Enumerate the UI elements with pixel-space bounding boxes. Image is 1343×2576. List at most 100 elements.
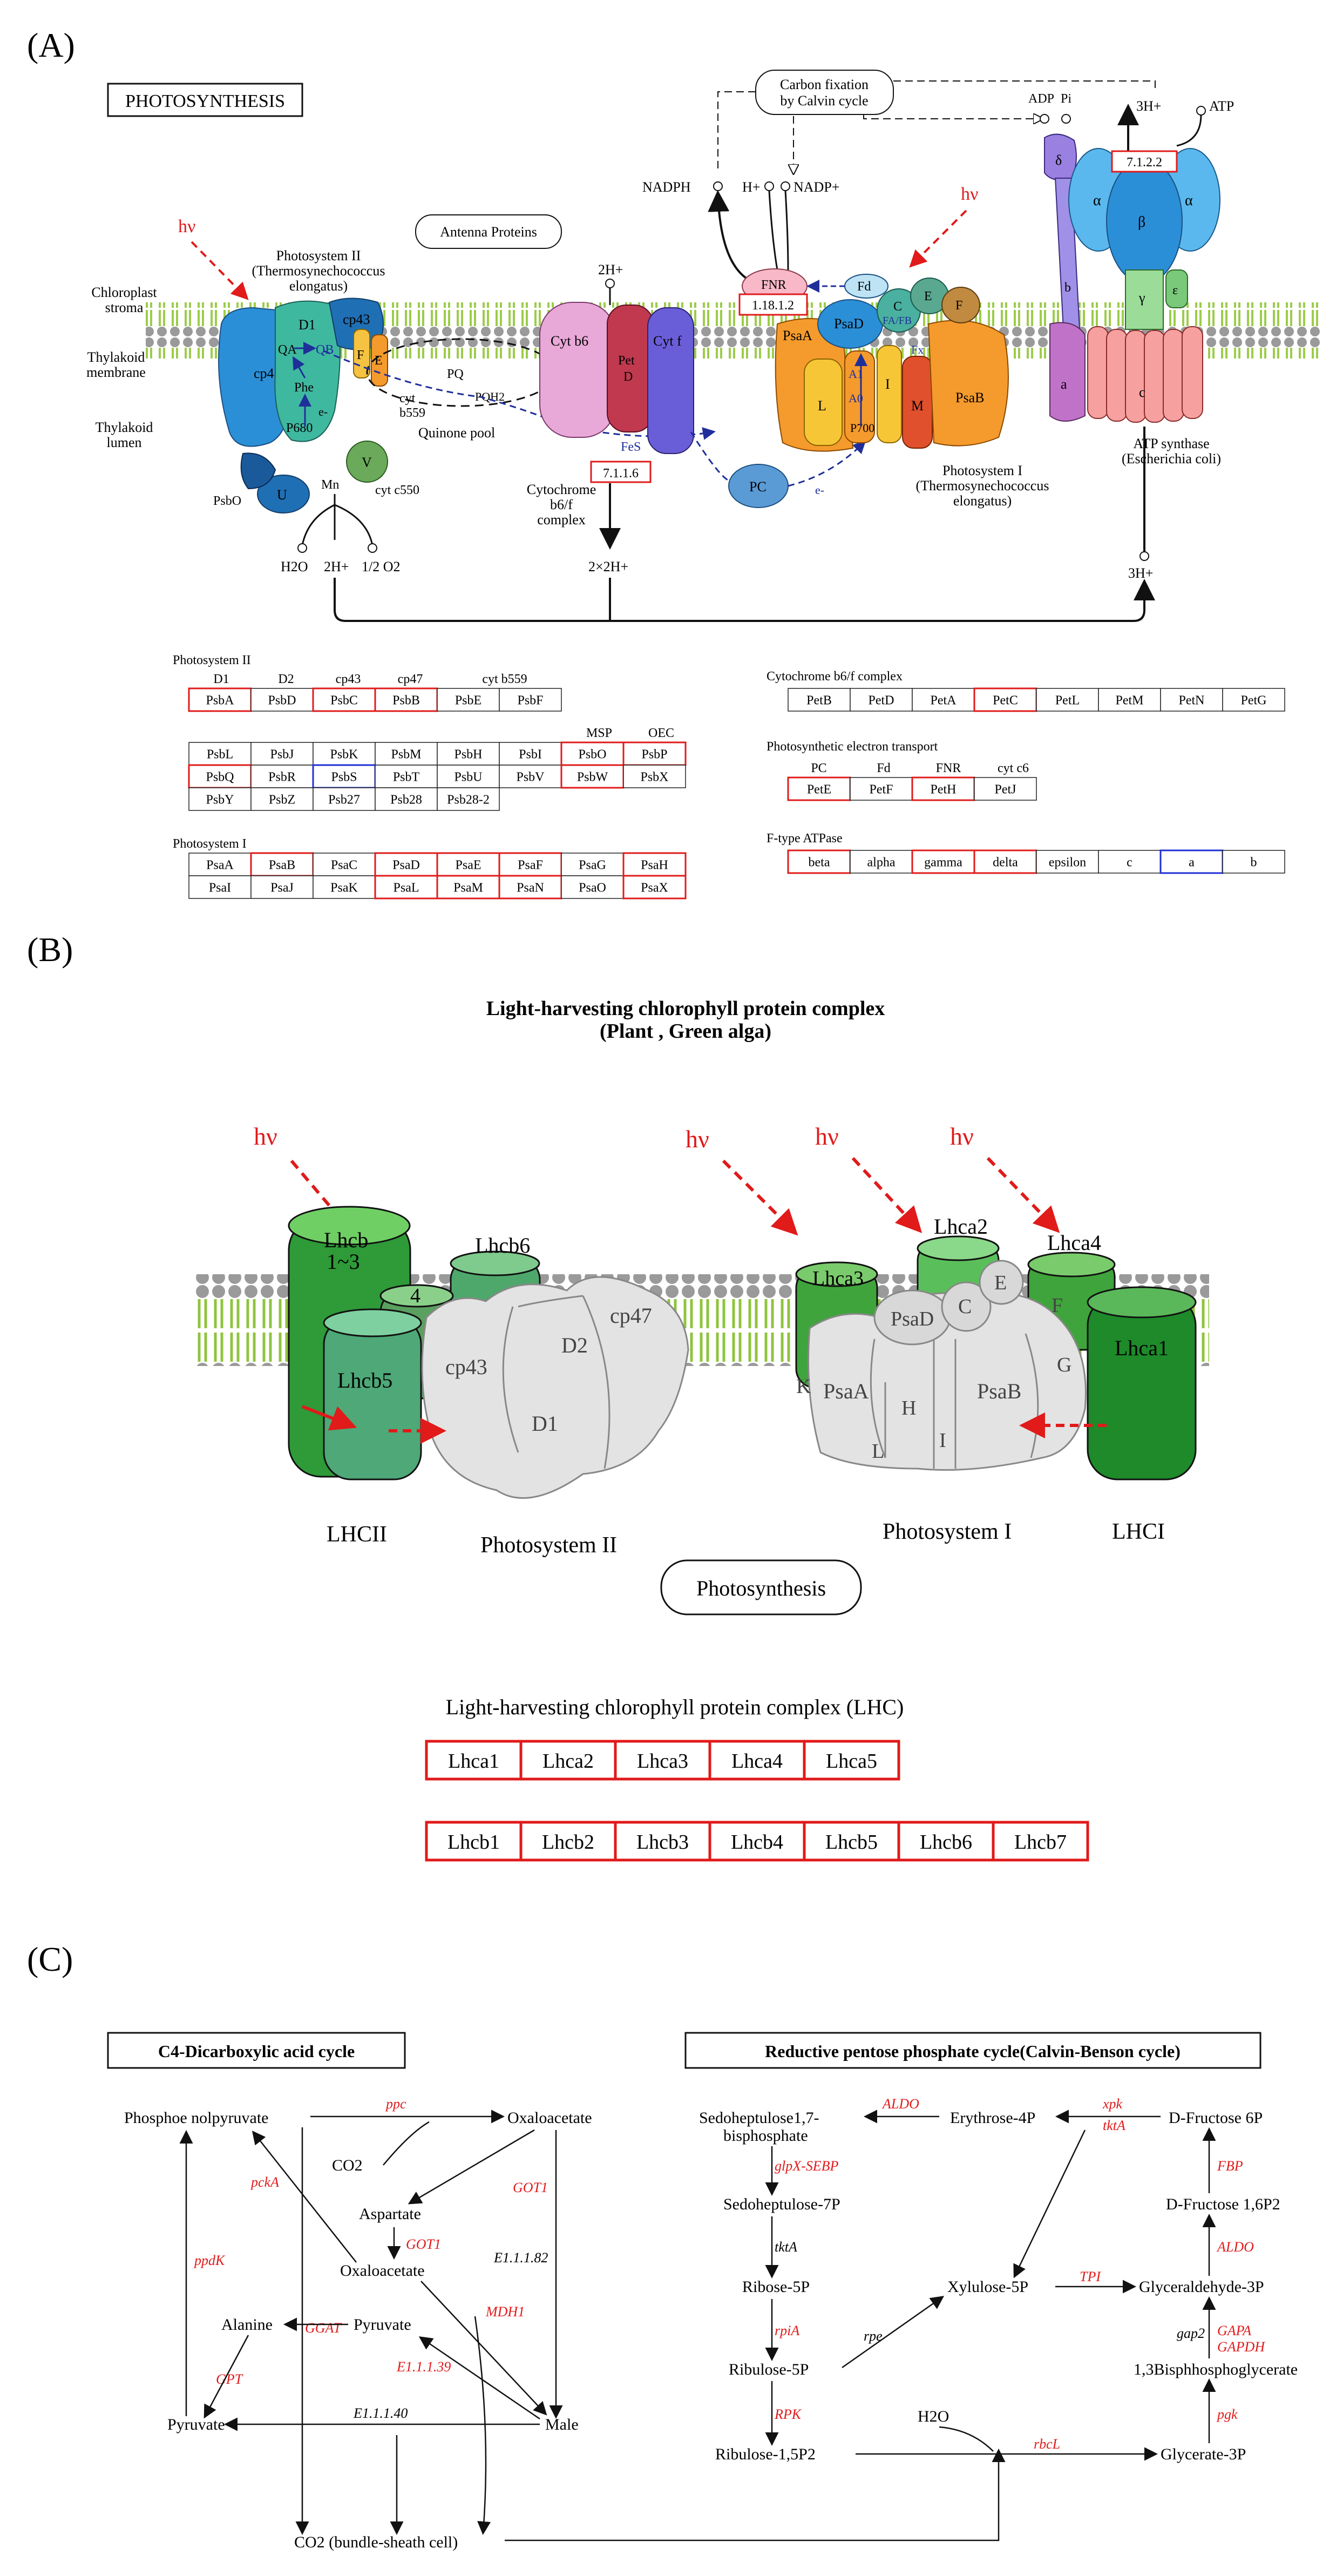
- gene-cell-lhca5[interactable]: Lhca5: [803, 1740, 900, 1781]
- gene-cell-psbb[interactable]: PsbB: [374, 687, 438, 712]
- c-ring-6: [1182, 326, 1203, 419]
- gene-cell-petc[interactable]: PetC: [973, 687, 1037, 712]
- gene-cell-label: PsaB: [269, 858, 295, 872]
- gene-cell-peth[interactable]: PetH: [911, 776, 975, 801]
- gene-cell-psaa[interactable]: PsaA: [188, 853, 252, 876]
- photosystem-i: PsaA L Fx A1 A0 P700 I M PsaB PsaD C FA/…: [775, 274, 1049, 509]
- gene-cell-lhcb3[interactable]: Lhcb3: [614, 1821, 711, 1862]
- gene-cell-psbh[interactable]: PsbH: [437, 742, 500, 766]
- gene-cell-psax[interactable]: PsaX: [622, 875, 687, 900]
- enz-rpia: rpiA: [775, 2323, 799, 2338]
- gene-cell-psad[interactable]: PsaD: [374, 852, 438, 877]
- gene-cell-psaf[interactable]: PsaF: [498, 852, 562, 877]
- gene-cell-box: [803, 1740, 900, 1781]
- gene-cell-psb28[interactable]: Psb28: [375, 787, 438, 811]
- gene-cell-lhcb2[interactable]: Lhcb2: [519, 1821, 617, 1862]
- gene-cell-label: PsbL: [207, 747, 233, 761]
- gene-cell-petl[interactable]: PetL: [1036, 688, 1099, 712]
- lhca4-label: Lhca4: [1047, 1230, 1101, 1255]
- ps1-table-title: Photosystem I: [173, 837, 247, 851]
- gene-cell-psab[interactable]: PsaB: [250, 852, 314, 877]
- gene-cell-psag[interactable]: PsaG: [561, 853, 624, 876]
- photosynthesis-box: [660, 1559, 862, 1615]
- panel-c-label: (C): [27, 1940, 73, 1978]
- gene-cell-beta[interactable]: beta: [787, 849, 851, 874]
- arrow-oaa2-pep: [252, 2131, 357, 2263]
- gene-cell-label: PsbI: [519, 747, 542, 761]
- gene-cell-psby[interactable]: PsbY: [188, 787, 252, 811]
- gene-cell-lhca2[interactable]: Lhca2: [519, 1740, 617, 1781]
- gene-cell-psbm[interactable]: PsbM: [375, 742, 438, 766]
- gene-cell-psal[interactable]: PsaL: [374, 875, 438, 900]
- gene-cell-c[interactable]: c: [1098, 850, 1161, 874]
- gene-cell-lhcb6[interactable]: Lhcb6: [897, 1821, 995, 1862]
- c-ring: [1087, 326, 1203, 423]
- gene-cell-a[interactable]: a: [1159, 849, 1224, 874]
- gene-cell-psbs[interactable]: PsbS: [312, 764, 376, 789]
- gene-cell-psbz[interactable]: PsbZ: [250, 787, 314, 811]
- gene-cell-psac[interactable]: PsaC: [313, 853, 376, 876]
- gene-cell-petn[interactable]: PetN: [1160, 688, 1223, 712]
- gene-cell-lhcb5[interactable]: Lhcb5: [803, 1821, 900, 1862]
- gene-cell-psae[interactable]: PsaE: [436, 852, 500, 877]
- gene-cell-petg[interactable]: PetG: [1222, 688, 1285, 712]
- gene-cell-petd[interactable]: PetD: [850, 688, 913, 712]
- cytf-shape: [647, 307, 694, 454]
- gene-cell-psbr[interactable]: PsbR: [250, 765, 314, 788]
- gene-cell-psbo[interactable]: PsbO: [560, 741, 625, 766]
- gene-cell-psbw[interactable]: PsbW: [560, 764, 625, 789]
- antenna-box: [415, 214, 562, 249]
- gene-cell-psbu[interactable]: PsbU: [437, 765, 500, 788]
- gene-cell-epsilon[interactable]: epsilon: [1036, 850, 1099, 874]
- gene-cell-gamma[interactable]: gamma: [911, 849, 975, 874]
- gene-cell-psb28-2[interactable]: Psb28-2: [437, 787, 500, 811]
- gene-cell-psbt[interactable]: PsbT: [375, 765, 438, 788]
- gene-cell-psba[interactable]: PsbA: [188, 687, 252, 712]
- gene-cell-lhca4[interactable]: Lhca4: [708, 1740, 806, 1781]
- gene-cell-petj[interactable]: PetJ: [974, 777, 1037, 801]
- gene-cell-petb[interactable]: PetB: [788, 688, 851, 712]
- gene-cell-label: a: [1189, 855, 1195, 869]
- gene-cell-peta[interactable]: PetA: [912, 688, 975, 712]
- gene-cell-petm[interactable]: PetM: [1098, 688, 1161, 712]
- gene-cell-psbe[interactable]: PsbE: [437, 688, 500, 712]
- gene-cell-psb27[interactable]: Psb27: [313, 787, 376, 811]
- gene-cell-box: [188, 687, 252, 712]
- gene-cell-psai[interactable]: PsaI: [188, 875, 252, 899]
- gene-cell-psbv[interactable]: PsbV: [499, 765, 562, 788]
- gene-cell-petf[interactable]: PetF: [850, 777, 913, 801]
- v-subunit: [346, 441, 388, 483]
- gene-cell-psaj[interactable]: PsaJ: [250, 875, 314, 899]
- gene-cell-lhcb1[interactable]: Lhcb1: [425, 1821, 523, 1862]
- gene-cell-lhcb4[interactable]: Lhcb4: [708, 1821, 806, 1862]
- gene-cell-psbd[interactable]: PsbD: [250, 688, 314, 712]
- gene-cell-lhca3[interactable]: Lhca3: [614, 1740, 711, 1781]
- alpha-right-label: α: [1185, 192, 1193, 209]
- gene-cell-psbk[interactable]: PsbK: [313, 742, 376, 766]
- gene-cell-lhcb7[interactable]: Lhcb7: [992, 1821, 1089, 1862]
- gene-cell-psbx[interactable]: PsbX: [623, 765, 686, 788]
- gene-cell-psam[interactable]: PsaM: [436, 875, 500, 900]
- gene-cell-psbl[interactable]: PsbL: [188, 742, 252, 766]
- gene-cell-pete[interactable]: PetE: [787, 776, 851, 801]
- gene-cell-delta[interactable]: delta: [973, 849, 1037, 874]
- psab-b-label: PsaB: [977, 1379, 1021, 1403]
- gene-cell-psbj[interactable]: PsbJ: [250, 742, 314, 766]
- gene-cell-psbq[interactable]: PsbQ: [188, 764, 252, 789]
- gene-cell-psbp[interactable]: PsbP: [622, 741, 687, 766]
- atp-table-title: F-type ATPase: [767, 831, 843, 846]
- gene-cell-psbc[interactable]: PsbC: [312, 687, 376, 712]
- gene-cell-psan[interactable]: PsaN: [498, 875, 562, 900]
- gene-cell-box: [375, 742, 438, 766]
- gene-cell-psak[interactable]: PsaK: [313, 875, 376, 899]
- gene-cell-psao[interactable]: PsaO: [561, 875, 624, 899]
- gene-cell-psbf[interactable]: PsbF: [499, 688, 562, 712]
- gene-cell-lhca1[interactable]: Lhca1: [425, 1740, 523, 1781]
- pc-electron-path: [690, 432, 864, 487]
- panel-c: (C) C4-Dicarboxylic acid cycle Reductive…: [27, 1940, 1298, 2551]
- gene-cell-b[interactable]: b: [1222, 850, 1285, 874]
- gene-cell-alpha[interactable]: alpha: [850, 850, 913, 874]
- gene-cell-psah[interactable]: PsaH: [622, 852, 687, 877]
- calvin-cycle: Sedoheptulose1,7- bisphosphate Erythrose…: [699, 2096, 1298, 2463]
- gene-cell-psbi[interactable]: PsbI: [499, 742, 562, 766]
